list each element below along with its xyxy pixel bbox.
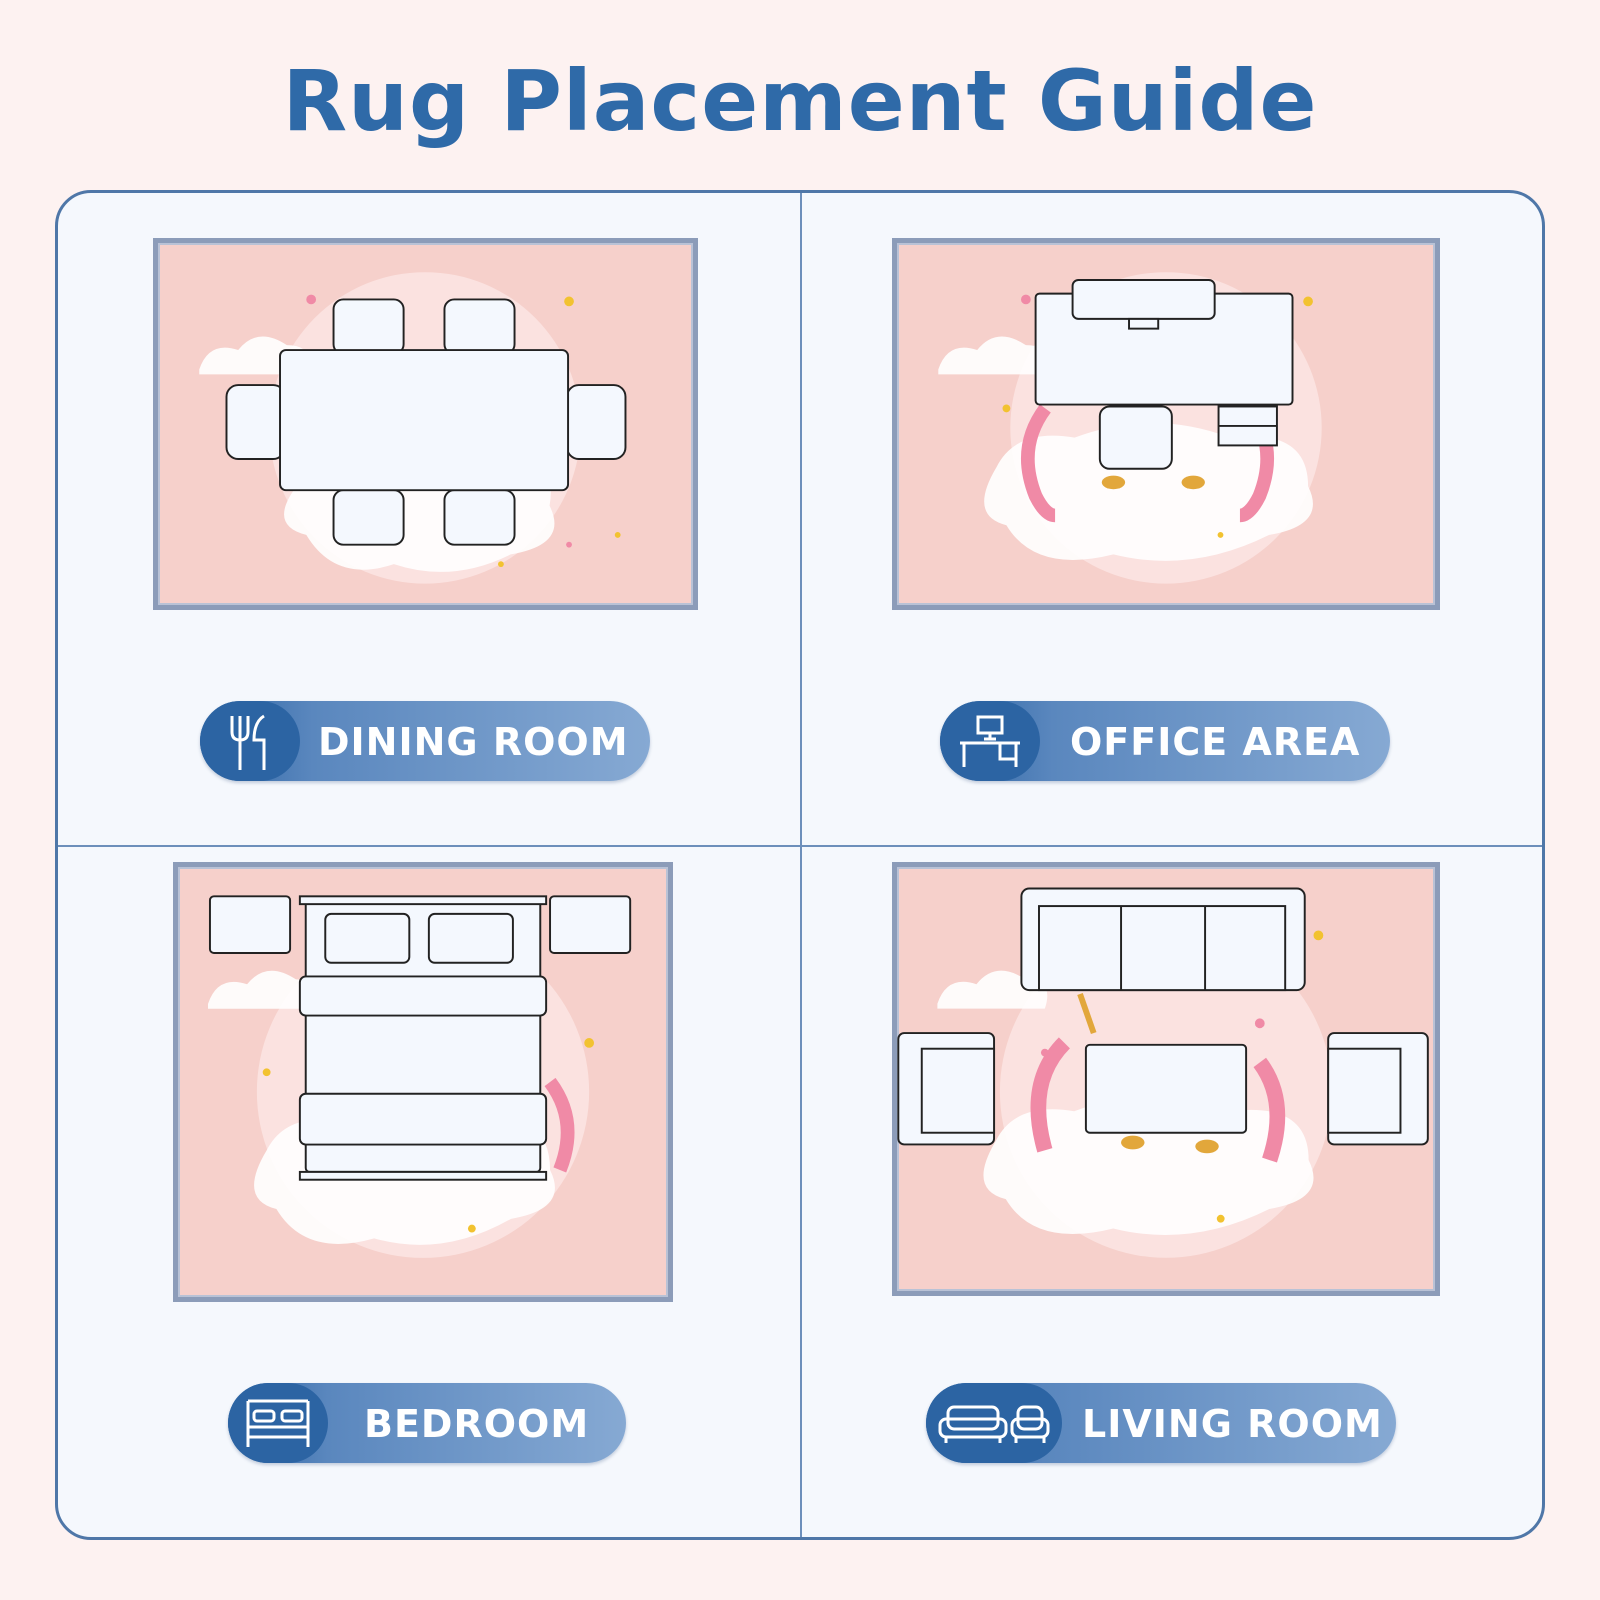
office-area-badge: OFFICE AREA [940,701,1390,781]
placement-board: DINING ROOM [55,190,1545,1540]
living-layout [897,887,1429,1258]
dining-rug [153,238,698,610]
office-rug [892,238,1440,610]
living-rug [892,862,1440,1296]
office-area-label: OFFICE AREA [1070,720,1361,764]
bed-icon [228,1383,328,1463]
bedroom-badge: BEDROOM [228,1383,626,1463]
office-area-panel: OFFICE AREA [802,193,1542,845]
office-layout [938,272,1322,584]
bedroom-panel: BEDROOM [58,847,800,1499]
bedroom-layout [208,895,632,1258]
bedroom-rug [173,862,673,1302]
living-room-panel: LIVING ROOM [802,847,1542,1499]
vertical-divider [800,193,802,1537]
desk-computer-icon [940,701,1040,781]
living-room-label: LIVING ROOM [1082,1402,1383,1446]
sofa-armchair-icon [926,1383,1062,1463]
living-room-badge: LIVING ROOM [926,1383,1396,1463]
bedroom-label: BEDROOM [364,1402,590,1446]
page-title: Rug Placement Guide [282,52,1318,150]
horizontal-divider [58,845,1542,847]
dining-layout [199,272,627,584]
dining-room-label: DINING ROOM [318,720,629,764]
fork-knife-icon [200,701,300,781]
dining-room-badge: DINING ROOM [200,701,650,781]
dining-room-panel: DINING ROOM [58,193,800,845]
